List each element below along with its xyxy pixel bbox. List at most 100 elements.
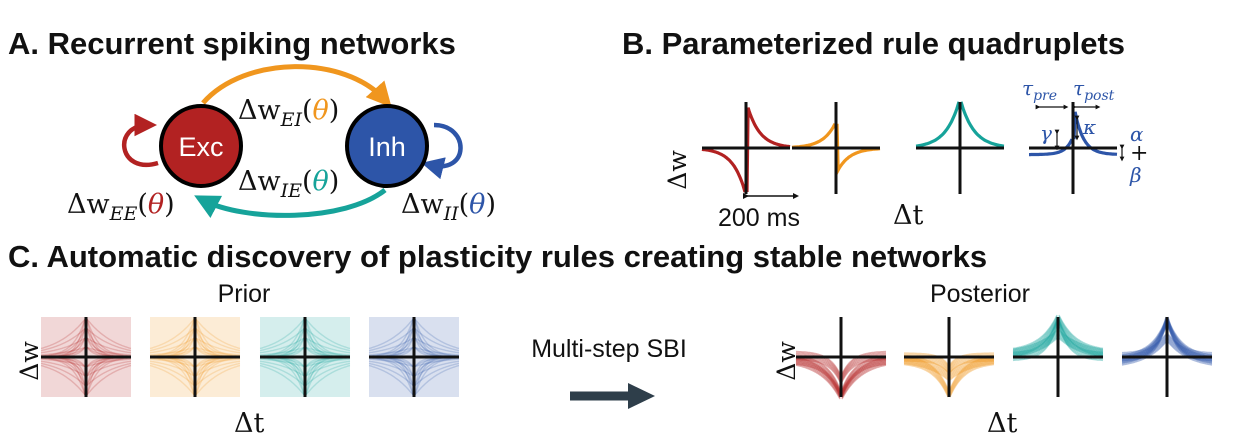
- sample-curve: [795, 363, 841, 399]
- sample-curve: [1121, 341, 1167, 366]
- sample-curve: [904, 359, 949, 372]
- panel-a-title: A. Recurrent spiking networks: [8, 26, 456, 61]
- sample-curve: [903, 359, 949, 394]
- sample-curve: [1012, 321, 1058, 356]
- sample-curve: [1012, 336, 1058, 357]
- panel-b-y-label: Δw: [663, 150, 692, 190]
- sample-curve: [414, 327, 460, 352]
- sample-curve: [795, 359, 841, 394]
- rule-ei-label: ΔwEI(θ): [238, 95, 339, 131]
- sample-curve: [1121, 318, 1167, 356]
- sample-curve: [259, 358, 305, 368]
- sample-curve: [949, 357, 995, 391]
- parameter-annotations: τpre τpost γ κ α + β: [1022, 76, 1148, 187]
- sample-curve: [195, 357, 241, 396]
- prior-x-label: Δt: [234, 408, 264, 436]
- sample-curve: [949, 359, 994, 372]
- sample-curve: [414, 318, 460, 350]
- beta-label: β: [1129, 163, 1142, 187]
- sample-curve: [1012, 317, 1058, 352]
- posterior-plot-ii: [1121, 316, 1213, 397]
- rule-plot-ee: [701, 102, 791, 194]
- posterior-y-label: Δw: [772, 341, 801, 381]
- sample-curve: [841, 350, 887, 375]
- sample-curve: [903, 363, 949, 398]
- sample-curve: [1122, 318, 1167, 355]
- sample-curve: [259, 357, 305, 396]
- sample-curve: [259, 337, 305, 354]
- prior-label: Prior: [218, 280, 271, 308]
- sample-curve: [841, 363, 887, 399]
- prior-plot-ii: [368, 317, 460, 397]
- sample-curve: [1058, 321, 1103, 356]
- sample-curve: [305, 318, 351, 350]
- sample-curve: [841, 358, 887, 393]
- sample-curve: [795, 350, 841, 375]
- sample-curve: [259, 327, 305, 352]
- sample-curve: [149, 358, 195, 368]
- sample-curve: [195, 327, 241, 352]
- rule-curve-right: [959, 101, 1005, 148]
- sample-curve: [149, 357, 195, 396]
- sample-curve: [1058, 332, 1104, 353]
- tau-post-label: τpost: [1073, 76, 1115, 104]
- sample-curve: [949, 363, 995, 398]
- sample-curve: [40, 327, 86, 352]
- rule-curve-right: [1072, 111, 1118, 156]
- alpha-label: α: [1130, 122, 1144, 146]
- sample-curve: [903, 358, 949, 393]
- kappa-label: κ: [1082, 115, 1096, 139]
- sample-curve: [259, 318, 305, 350]
- sample-curve: [1012, 333, 1058, 354]
- sample-curve: [195, 358, 241, 368]
- sample-curve: [1012, 329, 1058, 350]
- sample-curve: [40, 318, 86, 357]
- rule-curve-left: [701, 147, 747, 193]
- sample-curve: [149, 337, 195, 354]
- sample-curve: [1167, 318, 1213, 356]
- sample-curve: [796, 357, 841, 381]
- sample-curve: [40, 358, 86, 368]
- sample-curve: [841, 362, 887, 397]
- sample-curve: [1058, 314, 1104, 350]
- sample-curve: [368, 346, 414, 356]
- sample-curve: [368, 360, 414, 377]
- panel-b-title: B. Parameterized rule quadruplets: [622, 26, 1125, 61]
- prior-y-label: Δw: [15, 341, 44, 381]
- sample-curve: [903, 361, 949, 395]
- sample-curve: [368, 358, 414, 368]
- sample-curve: [949, 362, 995, 381]
- sample-curve: [1012, 318, 1058, 354]
- sample-curve: [1012, 332, 1058, 353]
- sample-curve: [795, 360, 841, 396]
- posterior-plot-ie: [1012, 314, 1104, 397]
- sample-curve: [305, 357, 351, 396]
- sample-curve: [1121, 319, 1167, 356]
- sample-curve: [903, 360, 949, 378]
- sample-curve: [259, 318, 305, 357]
- sample-curve: [795, 362, 841, 397]
- sample-curve: [149, 318, 195, 357]
- ei-arrow: [201, 64, 392, 108]
- sample-curve: [368, 364, 414, 396]
- sample-curve: [259, 346, 305, 356]
- ii-self-loop: [421, 122, 463, 180]
- sample-curve: [795, 356, 841, 392]
- sample-curve: [1012, 334, 1058, 356]
- sample-curve: [841, 363, 887, 398]
- sample-curve: [414, 346, 460, 356]
- sample-curve: [40, 318, 86, 350]
- sample-curve: [305, 318, 351, 357]
- sample-curve: [195, 346, 241, 356]
- sample-curve: [305, 360, 351, 377]
- sample-curve: [795, 357, 841, 393]
- sample-curve: [1012, 318, 1058, 354]
- sample-curve: [795, 360, 841, 395]
- sample-curve: [305, 337, 351, 354]
- ie-arrow: [194, 188, 387, 219]
- sample-curve: [40, 364, 86, 396]
- sample-curve: [949, 360, 994, 373]
- sample-curve: [1167, 325, 1213, 363]
- sample-curve: [903, 362, 949, 381]
- sample-curve: [149, 364, 195, 396]
